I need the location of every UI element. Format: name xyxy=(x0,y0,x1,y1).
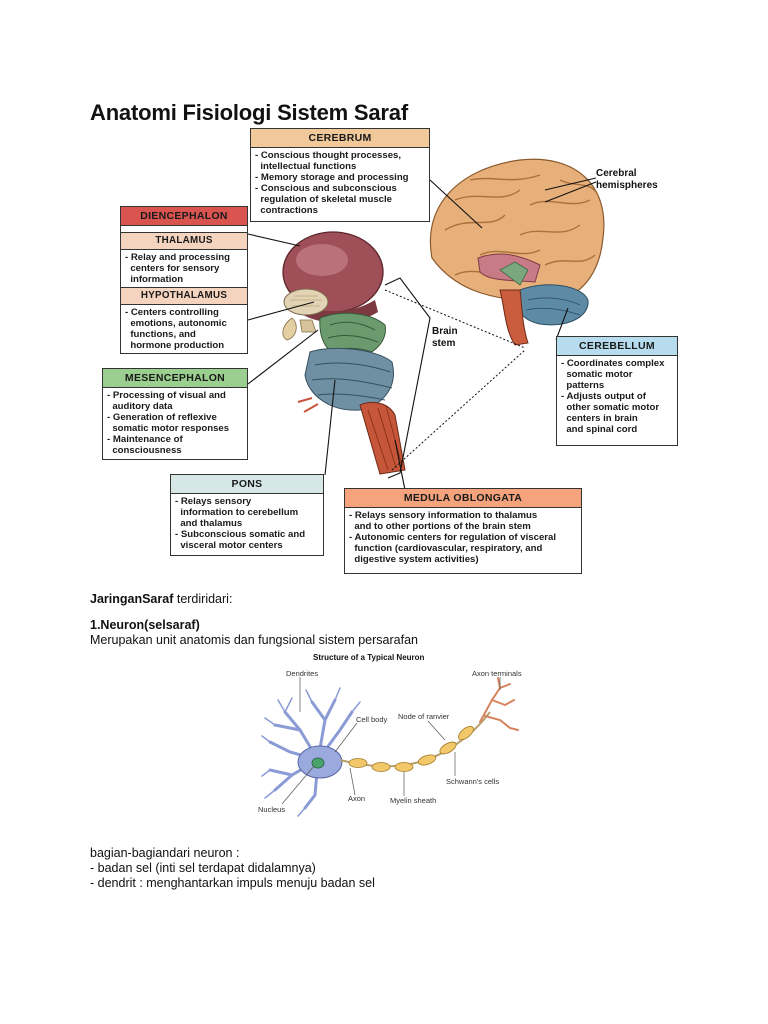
pons-text: - Relays sensory information to cerebell… xyxy=(171,494,323,553)
mesencephalon-heading: MESENCEPHALON xyxy=(103,369,247,388)
axon-terminals-label: Axon terminals xyxy=(472,669,522,678)
brain-stem-label: Brain xyxy=(432,326,458,337)
hypothalamus-line: - Centers controlling xyxy=(125,307,219,318)
neuron-figure-title: Structure of a Typical Neuron xyxy=(313,653,425,662)
thalamus-line: - Relay and processing xyxy=(125,252,231,263)
mesencephalon-line: - Generation of reflexive xyxy=(107,412,217,423)
pons-heading: PONS xyxy=(171,475,323,494)
diencephalon-heading: DIENCEPHALON xyxy=(121,207,247,226)
mesencephalon-line: auditory data xyxy=(107,401,173,412)
cerebrum-line: - Conscious and subconscious xyxy=(255,183,397,194)
axon-label: Axon xyxy=(348,794,365,803)
pons-line: information to cerebellum xyxy=(175,507,299,518)
mesencephalon-text: - Processing of visual and auditory data… xyxy=(103,388,247,458)
medula-line: function (cardiovascular, respiratory, a… xyxy=(349,543,543,554)
jaringan-bold: JaringanSaraf xyxy=(90,592,174,606)
cerebellum-line: - Adjusts output of xyxy=(561,391,646,402)
node-of-ranvier-label: Node of ranvier xyxy=(398,712,450,721)
page-title: Anatomi Fisiologi Sistem Saraf xyxy=(90,100,408,125)
myelin-sheath-shape xyxy=(348,725,474,772)
cerebrum-line: - Memory storage and processing xyxy=(255,172,409,183)
medula-line: - Relays sensory information to thalamus xyxy=(349,510,538,521)
cerebellum-line: - Coordinates complex xyxy=(561,358,665,369)
mesencephalon-line: - Maintenance of xyxy=(107,434,183,445)
cerebellum-heading: CEREBELLUM xyxy=(557,337,677,356)
cerebral-hemispheres-label-2: hemispheres xyxy=(596,180,658,191)
hypothalamus-text: - Centers controlling emotions, autonomi… xyxy=(121,305,247,353)
medula-line: digestive system activities) xyxy=(349,554,479,565)
dendrites-shape xyxy=(268,698,354,810)
cerebrum-line: - Conscious thought processes, xyxy=(255,150,402,161)
hypothalamus-line: emotions, autonomic xyxy=(125,318,227,329)
neuron-description: Merupakan unit anatomis dan fungsional s… xyxy=(90,633,418,647)
medula-box: MEDULA OBLONGATA - Relays sensory inform… xyxy=(344,488,582,574)
thalamus-line: information xyxy=(125,274,184,285)
pons-box: PONS - Relays sensory information to cer… xyxy=(170,474,324,556)
hypothalamus-line: hormone production xyxy=(125,340,225,351)
cerebrum-line: contractions xyxy=(255,205,318,216)
cerebrum-illustration xyxy=(429,158,605,346)
cerebrum-text: - Conscious thought processes, intellect… xyxy=(251,148,429,218)
cerebral-hemispheres-label: Cerebral xyxy=(596,168,637,179)
cerebellum-line: centers in brain xyxy=(561,413,638,424)
parts-intro: bagian-bagiandari neuron : xyxy=(90,846,240,860)
cell-body-shape xyxy=(297,745,343,779)
medula-line: - Autonomic centers for regulation of vi… xyxy=(349,532,557,543)
cerebellum-line: and spinal cord xyxy=(561,424,638,435)
pons-line: - Relays sensory xyxy=(175,496,252,507)
parts-item: - dendrit : menghantarkan impuls menuju … xyxy=(90,876,375,890)
cerebellum-text: - Coordinates complex somatic motor patt… xyxy=(557,356,677,437)
jaringan-line: JaringanSaraf terdiridari: xyxy=(90,592,232,607)
pons-line: visceral motor centers xyxy=(175,540,283,551)
cerebellum-box: CEREBELLUM - Coordinates complex somatic… xyxy=(556,336,678,446)
medula-line: and to other portions of the brain stem xyxy=(349,521,531,532)
thalamus-text: - Relay and processing centers for senso… xyxy=(121,250,247,287)
thalamus-heading: THALAMUS xyxy=(121,232,247,250)
brain-illustration: Cerebral hemispheres Brain stem xyxy=(247,158,658,491)
nucleus-shape xyxy=(311,757,325,769)
cerebrum-line: intellectual functions xyxy=(255,161,357,172)
cerebrum-line: regulation of skeletal muscle xyxy=(255,194,393,205)
pons-line: and thalamus xyxy=(175,518,243,529)
medula-heading: MEDULA OBLONGATA xyxy=(345,489,581,508)
jaringan-rest: terdiridari: xyxy=(173,592,233,606)
brainstem-closeup-illustration xyxy=(282,231,406,475)
cell-body-label: Cell body xyxy=(356,715,388,724)
mesencephalon-line: consciousness xyxy=(107,445,182,456)
axon-terminals-shape xyxy=(479,677,519,731)
mesencephalon-line: somatic motor responses xyxy=(107,423,230,434)
nucleus-label: Nucleus xyxy=(258,805,285,814)
dendrites-label: Dendrites xyxy=(286,669,318,678)
cerebellum-line: somatic motor xyxy=(561,369,633,380)
myelin-sheath-label: Myelin sheath xyxy=(390,796,436,805)
hypothalamus-heading: HYPOTHALAMUS xyxy=(121,287,247,305)
brain-stem-label-2: stem xyxy=(432,338,455,349)
thalamus-line: centers for sensory xyxy=(125,263,220,274)
hypothalamus-line: functions, and xyxy=(125,329,196,340)
cerebrum-box: CEREBRUM - Conscious thought processes, … xyxy=(250,128,430,222)
mesencephalon-line: - Processing of visual and xyxy=(107,390,226,401)
cerebellum-line: other somatic motor xyxy=(561,402,660,413)
parts-item: - badan sel (inti sel terdapat didalamny… xyxy=(90,861,316,875)
medula-text: - Relays sensory information to thalamus… xyxy=(345,508,581,567)
cerebellum-line: patterns xyxy=(561,380,605,391)
diencephalon-box: DIENCEPHALON THALAMUS - Relay and proces… xyxy=(120,206,248,354)
mesencephalon-box: MESENCEPHALON - Processing of visual and… xyxy=(102,368,248,460)
pons-line: - Subconscious somatic and xyxy=(175,529,306,540)
schwanns-cells-label: Schwann's cells xyxy=(446,777,499,786)
neuron-heading: 1.Neuron(selsaraf) xyxy=(90,618,200,632)
cerebrum-heading: CEREBRUM xyxy=(251,129,429,148)
